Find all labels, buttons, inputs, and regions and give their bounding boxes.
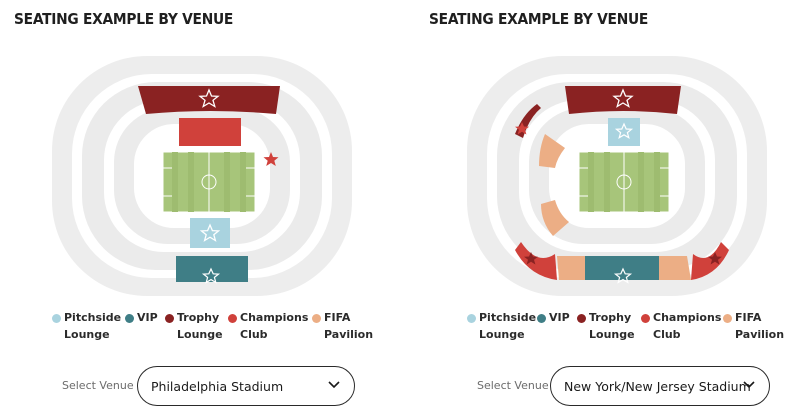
venue-select-value: New York/New Jersey Stadium: [564, 379, 751, 394]
section-pitchside-lounge[interactable]: [608, 118, 640, 146]
venue-select-value: Philadelphia Stadium: [151, 379, 284, 394]
panel-title: SEATING EXAMPLE BY VENUE: [429, 10, 649, 28]
venue-select[interactable]: New York/New Jersey Stadium: [550, 366, 770, 406]
star-icon: [612, 88, 634, 108]
section-champions-club[interactable]: [179, 118, 241, 146]
section-vip[interactable]: [585, 256, 659, 280]
venue-selector-row: Select Venue Philadelphia Stadium: [10, 360, 400, 410]
panel-philadelphia: SEATING EXAMPLE BY VENUE: [10, 0, 400, 417]
panel-new-york: SEATING EXAMPLE BY VENUE: [425, 0, 800, 417]
star-icon: [515, 122, 529, 135]
star-icon: [613, 267, 633, 284]
stadium-map: [467, 56, 767, 296]
chevron-down-icon: [328, 381, 340, 389]
stadium-map: [52, 56, 352, 296]
legend: Pitchside Lounge VIP Trophy Lounge Champ…: [10, 310, 400, 350]
section-fifa-pavilion[interactable]: [659, 256, 691, 280]
section-pitchside-lounge[interactable]: [190, 218, 230, 248]
venue-label: Select Venue: [477, 379, 549, 392]
pitch: [578, 151, 670, 213]
pitch: [162, 151, 256, 213]
section-champions-club-left[interactable]: [515, 242, 557, 280]
section-champions-club-right[interactable]: [691, 242, 729, 280]
section-fifa-pavilion[interactable]: [539, 134, 565, 168]
star-icon: [263, 152, 279, 166]
chevron-down-icon: [743, 381, 755, 389]
venue-select[interactable]: Philadelphia Stadium: [137, 366, 355, 406]
section-fifa-pavilion[interactable]: [557, 256, 585, 280]
star-icon: [199, 223, 221, 242]
venue-label: Select Venue: [62, 379, 134, 392]
star-icon: [614, 122, 634, 139]
star-icon: [201, 267, 221, 284]
legend: Pitchside Lounge VIP Trophy Lounge Champ…: [425, 310, 800, 350]
star-icon: [198, 88, 220, 108]
section-fifa-pavilion[interactable]: [541, 200, 569, 236]
section-trophy-lounge[interactable]: [565, 86, 681, 114]
venue-selector-row: Select Venue New York/New Jersey Stadium: [425, 360, 800, 410]
section-vip[interactable]: [176, 256, 248, 282]
star-icon: [524, 252, 538, 265]
star-icon: [708, 252, 722, 265]
section-trophy-lounge[interactable]: [138, 86, 280, 114]
panel-title: SEATING EXAMPLE BY VENUE: [14, 10, 234, 28]
